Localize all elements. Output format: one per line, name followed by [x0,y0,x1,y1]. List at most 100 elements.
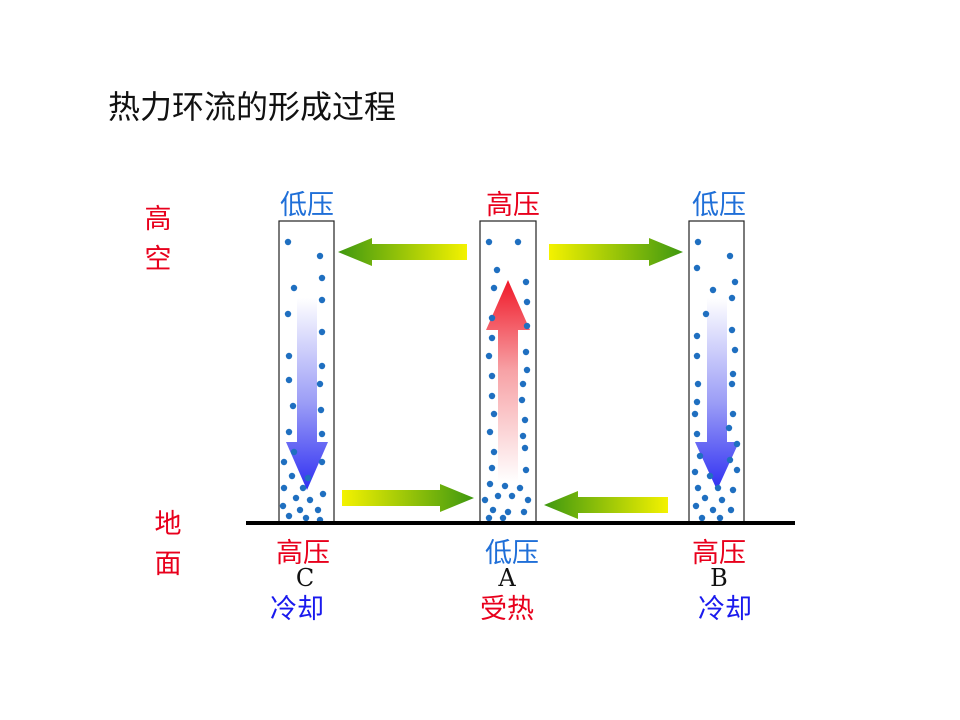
column-letter-b: B [710,564,728,592]
air-particle-dot-b [733,440,741,448]
altitude-high-char-1: 高 [144,204,172,235]
air-particle-dot-b [731,278,739,286]
air-particle-dot-a [485,238,493,246]
air-particle-dot-c [285,428,293,436]
air-particle-dot-c [285,352,293,360]
air-particle-dot-a [508,492,516,500]
lower-flow-arrow-b-to-a [544,491,668,519]
air-particle-dot-b [729,370,737,378]
air-particle-dot-a [516,484,524,492]
air-particle-dot-a [499,514,507,522]
air-particle-dot-c [285,376,293,384]
upper-flow-arrow-a-to-c [338,238,467,266]
air-particle-dot-b [698,514,706,522]
bottom-pressure-a: 低压 [485,538,539,569]
air-particle-dot-c [306,496,314,504]
air-particle-dot-c [318,328,326,336]
air-particle-dot-c [318,458,326,466]
air-particle-dot-c [280,458,288,466]
air-particle-dot-c [289,402,297,410]
condition-a: 受热 [480,594,534,625]
air-particle-dot-b [693,332,701,340]
air-particle-dot-c [280,484,288,492]
air-particle-dot-a [520,508,528,516]
air-particle-dot-c [290,448,298,456]
air-particle-dot-a [524,496,532,504]
air-particle-dot-a [523,298,531,306]
air-particle-dot-a [490,448,498,456]
air-particle-dot-a [518,396,526,404]
air-particle-dot-b [709,286,717,294]
air-particle-dot-a [488,464,496,472]
air-particle-dot-c [290,284,298,292]
air-particle-dot-a [504,508,512,516]
upper-flow-arrow-a-to-b [549,238,683,266]
air-particle-dot-a [488,392,496,400]
altitude-high-char-2: 空 [144,244,172,275]
air-particle-dot-a [514,238,522,246]
descending-air-arrow-c [286,298,328,490]
air-particle-dot-b [714,484,722,492]
air-particle-dot-c [316,252,324,260]
air-particle-dot-c [314,506,322,514]
top-pressure-c: 低压 [280,190,334,221]
air-particle-dots [279,238,741,524]
air-particle-dot-b [729,410,737,418]
air-particle-dot-c [302,514,310,522]
lower-flow-arrow-c-to-a [342,484,474,512]
air-particle-dot-c [318,274,326,282]
air-particle-dot-b [702,310,710,318]
air-particle-dot-a [485,514,493,522]
air-particle-dot-a [490,284,498,292]
condition-b: 冷却 [698,594,752,625]
air-particle-dot-b [727,506,735,514]
air-particle-dot-c [317,406,325,414]
air-particle-dot-a [519,432,527,440]
air-particle-dot-b [716,514,724,522]
top-pressure-b: 低压 [692,190,746,221]
air-particle-dot-c [284,238,292,246]
air-particle-dot-a [523,366,531,374]
air-particle-dot-c [316,380,324,388]
air-particle-dot-c [299,484,307,492]
air-particle-dot-a [488,334,496,342]
altitude-high-label: 高 空 [143,200,173,280]
air-particle-dot-c [296,506,304,514]
page-title: 热力环流的形成过程 [108,88,397,126]
air-particle-dot-b [694,484,702,492]
air-particle-dot-b [729,486,737,494]
air-particle-dot-b [725,424,733,432]
air-particle-dot-b [691,468,699,476]
air-particle-dot-a [486,480,494,488]
air-particle-dot-a [486,428,494,436]
air-particle-dot-b [696,452,704,460]
air-particle-dot-b [694,238,702,246]
altitude-ground-char-1: 地 [154,509,182,540]
top-pressure-a: 高压 [486,190,540,221]
air-particle-dot-b [706,472,714,480]
bottom-pressure-b: 高压 [692,538,746,569]
air-particle-dot-a [523,322,531,330]
air-particle-dot-b [691,410,699,418]
air-particle-dot-b [701,494,709,502]
air-particle-dot-b [728,380,736,388]
air-particle-dot-b [693,430,701,438]
air-particle-dot-c [304,474,312,482]
air-particle-dot-a [522,348,530,356]
air-particle-dot-b [728,294,736,302]
air-particle-dot-b [693,398,701,406]
air-particle-dot-b [731,346,739,354]
air-particle-dot-b [693,352,701,360]
air-particle-dot-c [318,430,326,438]
air-particle-dot-b [718,496,726,504]
air-particle-dot-c [285,512,293,520]
air-particle-dot-a [481,496,489,504]
air-particle-dot-b [733,466,741,474]
air-particle-dot-a [522,466,530,474]
condition-c: 冷却 [270,594,324,625]
air-particle-dot-a [494,492,502,500]
column-letter-a: A [498,564,516,592]
air-particle-dot-c [288,472,296,480]
descending-air-arrow-b [695,298,739,490]
